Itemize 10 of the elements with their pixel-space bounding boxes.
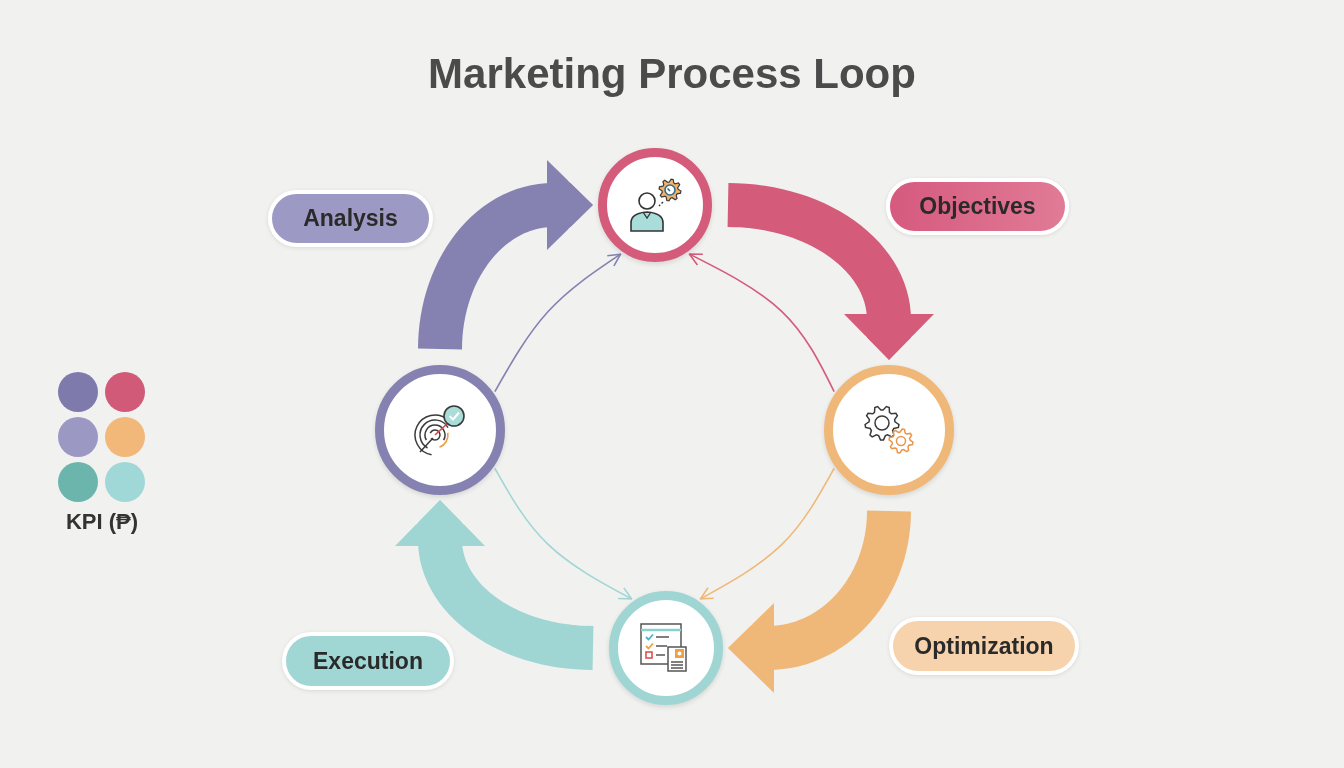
curved-arrow [494, 253, 622, 393]
curved-arrow [494, 467, 633, 600]
stage-pill: Objectives [886, 178, 1069, 235]
stage-pill: Execution [282, 632, 454, 690]
stage-pill: Analysis [268, 190, 433, 247]
curved-arrow [688, 253, 835, 393]
kpi-caption: KPI (₱) [64, 509, 140, 535]
diagram-title: Marketing Process Loop [427, 50, 917, 98]
curved-arrow [699, 467, 835, 600]
stage-pill: Optimization [889, 617, 1079, 675]
